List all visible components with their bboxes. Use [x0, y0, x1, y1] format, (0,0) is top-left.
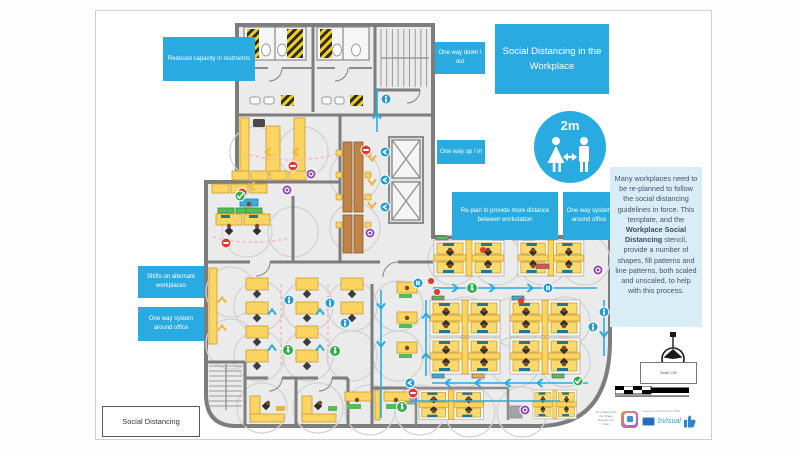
- callout-one-way-system-right: One way system around office: [563, 192, 615, 240]
- callout-one-way-system-left: One way system around office: [138, 307, 204, 341]
- description-panel: Many workplaces need to be re-planned to…: [610, 167, 702, 327]
- app-logo-icon: [621, 410, 638, 428]
- brand-name: bVisual: [658, 418, 681, 425]
- cabinets: [208, 267, 218, 345]
- high-tables: [335, 141, 372, 254]
- page-title: Social Distancing in the Workplace: [495, 24, 609, 94]
- private-offices: [249, 395, 337, 423]
- credits-note: Art created with the Shape Designer for …: [595, 410, 617, 426]
- person: [246, 201, 252, 207]
- keep-2m-sign: [433, 288, 441, 296]
- description-text: Many workplaces need to be re-planned to…: [614, 174, 698, 224]
- description-bold: Workplace Social Distancing: [624, 225, 687, 245]
- copier: [253, 119, 265, 127]
- elevator-shafts: [388, 136, 424, 224]
- created-by-line: Created by David Parker, MVP: [642, 409, 681, 413]
- stairwell-bottom: [209, 364, 242, 410]
- status-badges: [220, 93, 610, 416]
- stairwell-top: [380, 29, 429, 87]
- scale-bar: [615, 386, 689, 397]
- callout-one-way-up: One way up / in: [437, 140, 485, 164]
- person: [254, 223, 260, 229]
- thumb-up-icon: [683, 415, 696, 428]
- 2m-distance-sign: 2m: [534, 111, 606, 183]
- occupied-marker: [480, 247, 486, 253]
- distance-figures-icon: [547, 137, 589, 172]
- callout-reduced-capacity-restrooms: Reduced capacity in restrooms: [163, 37, 255, 81]
- scale-note: Scale 1:50: [640, 362, 697, 384]
- closed-sink-hazard: [350, 95, 363, 106]
- keep-2m-sign: [427, 277, 435, 285]
- credits: Art created with the Shape Designer for …: [595, 402, 703, 436]
- closed-sink-hazard: [281, 95, 294, 106]
- brand-mark-icon: [642, 417, 655, 426]
- occupied-marker: [518, 298, 524, 304]
- kitchen-area: [239, 117, 306, 177]
- window-desks: [396, 281, 418, 358]
- closed-stall-hazard: [287, 29, 303, 58]
- plan-title-label: Social Distancing: [102, 406, 200, 437]
- closed-stall-hazard: [320, 29, 332, 58]
- left-wing-desks: [208, 267, 418, 371]
- meeting-room: [215, 207, 271, 236]
- person: [226, 223, 232, 229]
- door-arcs: [255, 67, 421, 392]
- callout-one-way-down: One way down \ out: [435, 42, 485, 74]
- callout-shifts: Shifts on alternate workplaces: [138, 266, 204, 298]
- 2m-label: 2m: [560, 118, 580, 133]
- description-text-after: stencil, provide a number of shapes, fil…: [615, 235, 697, 296]
- callout-replan-distance: Re-plan to provide more distance between…: [452, 192, 558, 240]
